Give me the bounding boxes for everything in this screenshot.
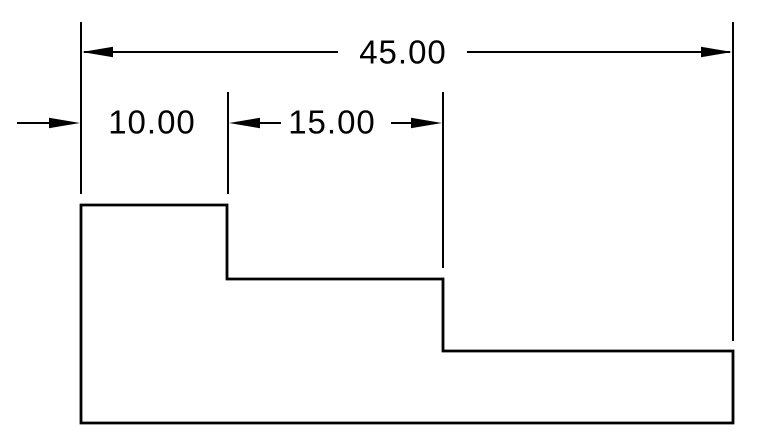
extension-lines (80, 22, 734, 341)
dimension-step1-label: 10.00 (108, 104, 196, 141)
arrowhead-left-icon (82, 46, 113, 58)
arrowhead-step2-left-icon (229, 117, 260, 129)
arrowhead-step1-icon (49, 117, 80, 129)
stepped-part-shape (79, 203, 735, 425)
dimension-step2: 15.00 (229, 104, 442, 141)
dimension-step2-label: 15.00 (288, 104, 376, 141)
part-outline (79, 203, 735, 425)
dimension-step1: 10.00 (17, 104, 196, 141)
dimension-overall-label: 45.00 (359, 34, 447, 71)
arrowhead-right-icon (701, 46, 732, 58)
dimension-overall: 45.00 (82, 34, 732, 71)
arrowhead-step2-right-icon (411, 117, 442, 129)
